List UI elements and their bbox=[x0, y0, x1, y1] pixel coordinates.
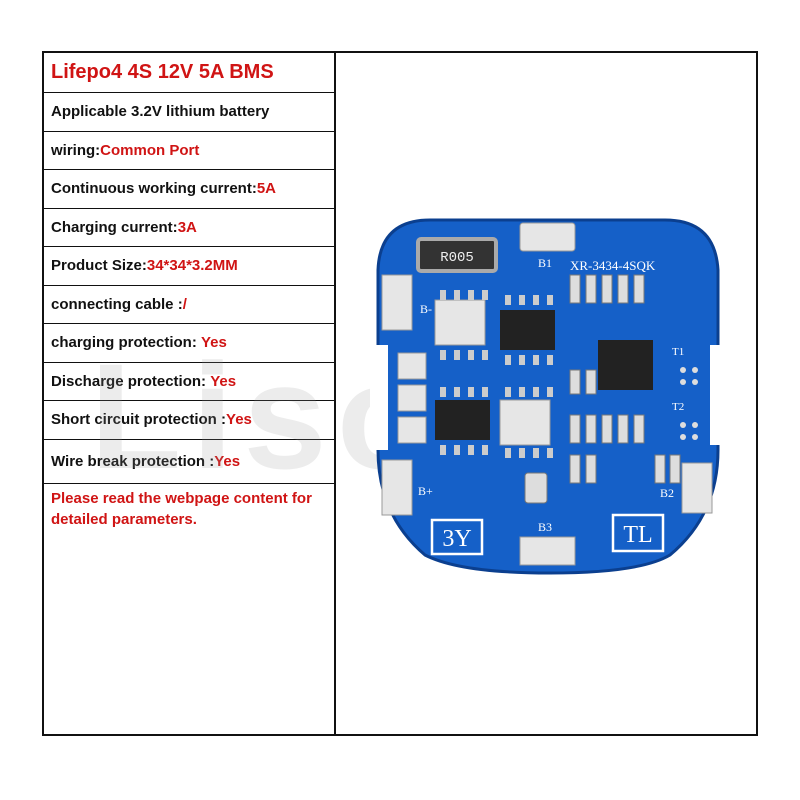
spec-label: Applicable 3.2V lithium battery bbox=[51, 103, 270, 121]
spec-label: Continuous working current: bbox=[51, 180, 257, 198]
pin-rows bbox=[440, 290, 553, 458]
mark-3y: 3Y bbox=[442, 526, 471, 552]
pad-label-b-minus: B- bbox=[420, 302, 432, 316]
pad-small-left-1 bbox=[397, 352, 427, 380]
spec-row-charging-current: Charging current:3A bbox=[44, 209, 334, 247]
spec-value: Yes bbox=[226, 411, 252, 429]
pad-label-t2: T2 bbox=[672, 401, 684, 413]
spec-value: Yes bbox=[201, 334, 227, 352]
pad-left-bottom bbox=[381, 459, 413, 516]
test-points bbox=[680, 367, 698, 440]
spec-value: 34*34*3.2MM bbox=[146, 257, 238, 275]
mosfet-2 bbox=[500, 310, 555, 350]
spec-frame: Lifepo4 4S 12V 5A BMS Applicable 3.2V li… bbox=[42, 51, 758, 736]
resistor bbox=[416, 237, 498, 273]
spec-row-short-circuit: Short circuit protection :Yes bbox=[44, 401, 334, 440]
spec-row-charging-protection: charging protection: Yes bbox=[44, 324, 334, 363]
spec-row-discharge-protection: Discharge protection: Yes bbox=[44, 363, 334, 401]
spec-row-wire-break: Wire break protection :Yes bbox=[44, 440, 334, 484]
model-label: XR-3434-4SQK bbox=[570, 258, 656, 273]
spec-label: Charging current: bbox=[51, 218, 178, 236]
pad-top bbox=[519, 222, 576, 252]
pcb-notch-right bbox=[710, 345, 725, 445]
spec-row-battery: Applicable 3.2V lithium battery bbox=[44, 93, 334, 132]
spec-table: Lifepo4 4S 12V 5A BMS Applicable 3.2V li… bbox=[44, 53, 334, 534]
spec-label: Discharge protection: bbox=[51, 372, 211, 390]
pad-right bbox=[681, 462, 713, 514]
mosfet-1 bbox=[434, 299, 486, 346]
mosfet-3 bbox=[435, 400, 490, 440]
pad-label-b-plus: B+ bbox=[418, 484, 433, 498]
spec-label: charging protection: bbox=[51, 334, 201, 352]
spec-row-working-current: Continuous working current:5A bbox=[44, 170, 334, 209]
spec-note: Please read the webpage content for deta… bbox=[51, 489, 312, 528]
pad-label-b1: B1 bbox=[538, 256, 552, 270]
resistor-label: R005 bbox=[440, 250, 474, 266]
spec-label: Short circuit protection : bbox=[51, 411, 227, 429]
spec-label: wiring: bbox=[51, 141, 101, 159]
pad-bottom bbox=[519, 536, 576, 566]
spec-row-cable: connecting cable :/ bbox=[44, 286, 334, 324]
pad-label-b2: B2 bbox=[660, 486, 674, 500]
pad-left-top bbox=[381, 274, 413, 331]
pad-small-left-2 bbox=[397, 384, 427, 412]
bms-board-image: R005 XR-3434-4SQK B1 B2 B3 B- B+ T1 T2 bbox=[370, 218, 725, 575]
pad-label-b3: B3 bbox=[538, 520, 552, 534]
spec-row-wiring: wiring:Common Port bbox=[44, 132, 334, 170]
pcb-notch-left bbox=[370, 345, 388, 450]
spec-value: 3A bbox=[177, 218, 197, 236]
mark-tl-box bbox=[611, 513, 665, 553]
spec-label: Wire break protection : bbox=[51, 452, 215, 470]
pad-small-left-3 bbox=[397, 416, 427, 444]
mark-3y-box bbox=[430, 518, 484, 556]
spec-label: connecting cable : bbox=[51, 295, 183, 313]
spec-value: Common Port bbox=[100, 141, 200, 159]
spec-value: 5A bbox=[256, 180, 277, 198]
spec-title: Lifepo4 4S 12V 5A BMS bbox=[44, 53, 334, 93]
mark-tl: TL bbox=[623, 522, 652, 548]
spec-row-size: Product Size:34*34*3.2MM bbox=[44, 247, 334, 286]
mosfet-4 bbox=[499, 399, 551, 446]
main-ic bbox=[598, 340, 653, 390]
smd-components bbox=[524, 274, 681, 504]
spec-value: / bbox=[182, 295, 187, 313]
spec-label: Product Size: bbox=[51, 257, 147, 275]
spec-value: Yes bbox=[214, 452, 241, 470]
spec-value: Yes bbox=[210, 372, 237, 390]
pad-label-t1: T1 bbox=[672, 346, 684, 358]
column-divider bbox=[334, 53, 336, 734]
